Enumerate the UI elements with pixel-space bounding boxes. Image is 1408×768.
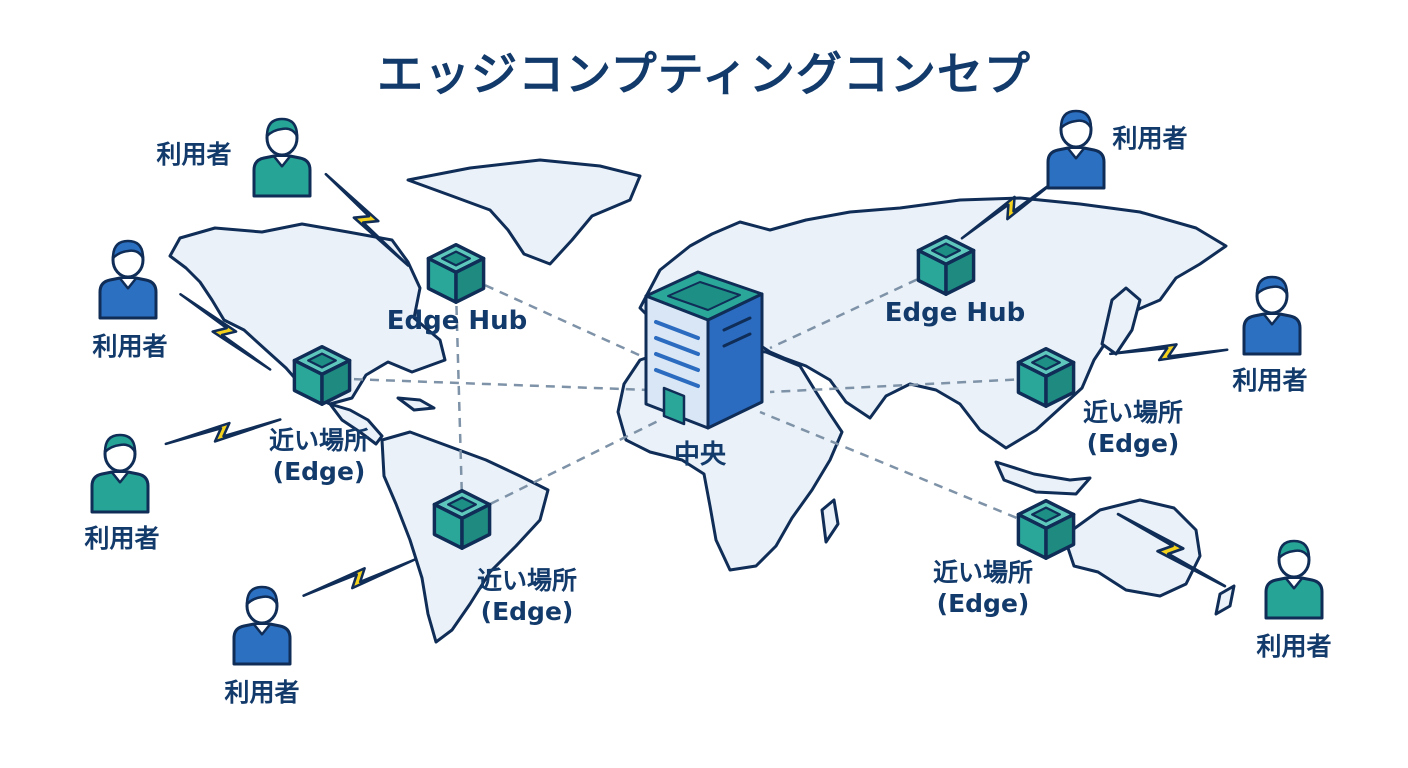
edge-node-label-line1: 近い場所 [476,566,577,595]
edge-node-label-line2: (Edge) [1086,428,1180,458]
center-label: 中央 [673,440,726,470]
user-icon [232,585,292,666]
new-zealand-islands [1214,584,1236,616]
user-label: 利用者 [224,678,300,707]
diagram-title: エッジコンプティングコンセプ [377,47,1031,101]
user-icon [1046,109,1106,190]
link-edge-au-center [759,410,1047,532]
edge-node-label-line1: 近い場所 [932,558,1033,587]
user-label: 利用者 [92,332,168,361]
user-icon [1264,539,1324,620]
edge-node-label: 近い場所 (Edge) [244,426,394,487]
user-icon [90,433,150,514]
japan-islands [1100,286,1142,356]
data-center-building-icon [644,270,764,430]
edge-hub-label: Edge Hub [386,306,528,336]
central-america-landmass [328,402,384,446]
user-label: 利用者 [1232,366,1308,395]
user-label: 利用者 [156,140,232,169]
madagascar-island [820,498,840,544]
user-icon [1242,275,1302,356]
link-edge-na-center [321,376,651,392]
edge-hub-label: Edge Hub [884,298,1026,328]
edge-node-cube-icon [432,488,492,550]
edge-node-label-line1: 近い場所 [1082,398,1183,427]
link-edge-asia-center [769,376,1047,394]
edge-hub-cube-icon [916,234,976,296]
user-label: 利用者 [1112,124,1188,153]
caribbean-islands [396,396,436,412]
user-icon [98,239,158,320]
edge-node-label-line2: (Edge) [936,588,1030,618]
link-hub-na-center [455,270,651,362]
edge-node-label-line1: 近い場所 [268,426,369,455]
southeast-asia-islands [994,460,1092,496]
link-hub-na-edge-sa [454,289,464,501]
edge-node-label: 近い場所 (Edge) [1058,398,1208,459]
edge-node-label: 近い場所 (Edge) [452,566,602,627]
north-america-landmass [168,222,447,406]
edge-node-cube-icon [1016,498,1076,560]
edge-node-label-line2: (Edge) [272,456,366,486]
greenland-landmass [406,158,642,266]
edge-node-label: 近い場所 (Edge) [908,558,1058,619]
eurasia-landmass [638,196,1228,450]
edge-node-cube-icon [292,344,352,406]
edge-node-label-line2: (Edge) [480,596,574,626]
link-edge-sa-center [461,418,661,520]
user-icon [252,117,312,198]
lightning-bolt-icon [302,526,417,629]
edge-hub-cube-icon [426,242,486,304]
link-hub-asia-center [769,264,947,350]
user-label: 利用者 [84,524,160,553]
user-label: 利用者 [1256,632,1332,661]
network-links [321,264,1047,532]
